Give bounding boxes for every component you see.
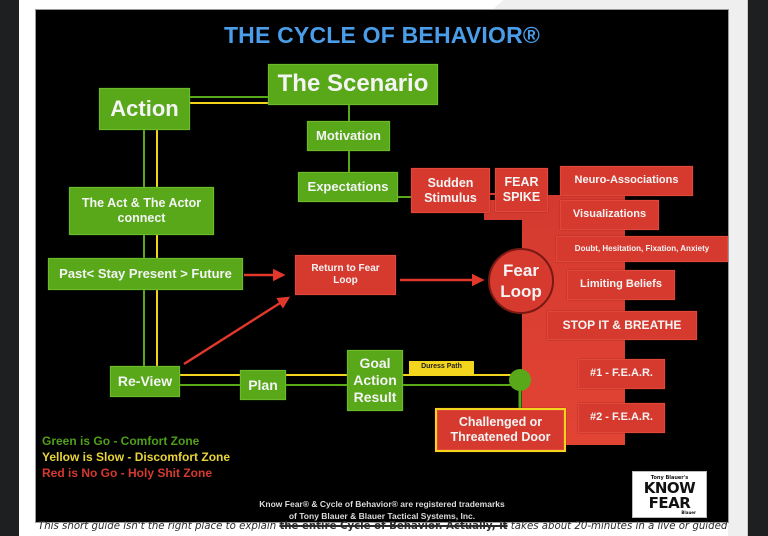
page-margin-left <box>19 0 36 536</box>
know-fear-logo: Tony Blauer's KNOW FEAR Blauer <box>632 471 707 518</box>
caption-before: This short guide isn't the right place t… <box>38 521 280 532</box>
node-fear-spike: FEAR SPIKE <box>495 168 548 212</box>
node-challenged-or-threatened-door: Challenged or Threatened Door <box>435 408 566 452</box>
logo-sub: Blauer <box>681 510 696 515</box>
node-sudden-stimulus: Sudden Stimulus <box>411 168 490 213</box>
page-margin-top-shade <box>492 0 748 10</box>
node-motivation: Motivation <box>307 121 390 151</box>
node-goal-action-result: Goal Action Result <box>347 350 403 411</box>
legend-green: Green is Go - Comfort Zone <box>42 434 200 448</box>
node-doubt-hesitation-fixation-anxiety: Doubt, Hesitation, Fixation, Anxiety <box>556 236 728 262</box>
logo-fear: FEAR <box>648 494 691 512</box>
trademark-line-1: Know Fear® & Cycle of Behavior® are regi… <box>259 499 505 509</box>
node-fear-loop: Fear Loop <box>488 248 554 314</box>
node-plan: Plan <box>240 370 286 400</box>
node-re-view: Re-View <box>110 366 180 397</box>
caption-struck-text: the entire Cycle of Behavior. Actually, … <box>279 521 508 532</box>
cycle-of-behavior-diagram: THE CYCLE OF BEHAVIOR® Action The Scenar… <box>36 10 728 522</box>
right-window-edge <box>748 0 768 536</box>
node-neuro-associations: Neuro-Associations <box>560 166 693 196</box>
node-stop-it-and-breathe: STOP IT & BREATHE <box>547 311 697 340</box>
left-window-edge <box>0 0 19 536</box>
page-margin-right <box>728 0 748 536</box>
node-past-present-future: Past< Stay Present > Future <box>48 258 243 290</box>
fear-loop-label: Fear Loop <box>500 260 542 301</box>
trademark-line-2: of Tony Blauer & Blauer Tactical Systems… <box>288 511 476 521</box>
label-duress-path: Duress Path <box>409 361 474 374</box>
node-fear-1: #1 - F.E.A.R. <box>578 359 665 389</box>
diagram-title: THE CYCLE OF BEHAVIOR® <box>223 22 541 48</box>
legend-red: Red is No Go - Holy Shit Zone <box>42 466 213 480</box>
logo-know: KNOW <box>643 479 696 497</box>
node-act-and-actor-connect: The Act & The Actor connect <box>69 187 214 235</box>
arrow-review-to-return <box>183 296 291 366</box>
node-the-scenario: The Scenario <box>268 64 438 105</box>
node-limiting-beliefs: Limiting Beliefs <box>567 270 675 300</box>
caption-after: takes about 20-minutes in a live or guid… <box>507 521 728 532</box>
node-visualizations: Visualizations <box>560 200 659 230</box>
legend-yellow: Yellow is Slow - Discomfort Zone <box>42 450 231 464</box>
logo-pre: Tony Blauer's <box>650 475 689 481</box>
junction-dot <box>509 369 531 391</box>
node-expectations: Expectations <box>298 172 398 202</box>
node-return-to-fear-loop: Return to Fear Loop <box>295 255 396 295</box>
caption-text: This short guide isn't the right place t… <box>38 521 738 536</box>
page-margin-top <box>19 0 748 10</box>
node-fear-2: #2 - F.E.A.R. <box>578 403 665 433</box>
node-action: Action <box>99 88 190 130</box>
